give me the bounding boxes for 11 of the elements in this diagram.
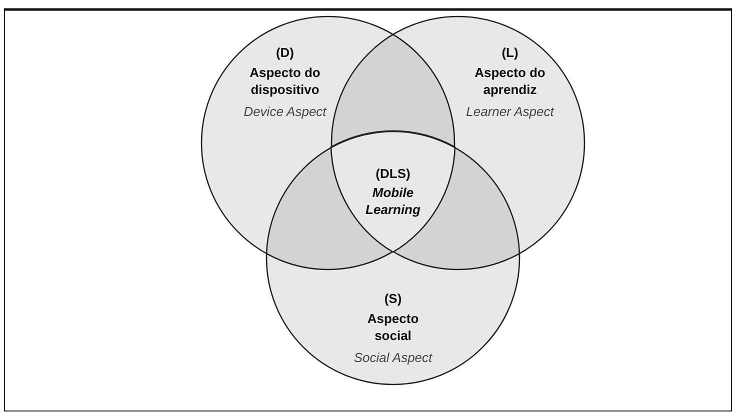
set-label: (DLS): [374, 165, 412, 182]
aspect-title: Aspecto do aprendiz: [474, 64, 546, 98]
intersection-title: Mobile Learning: [364, 184, 422, 218]
aspect-title: Aspecto social: [366, 310, 420, 344]
set-label: (S): [383, 290, 403, 307]
aspect-subtitle: Learner Aspect: [465, 103, 556, 120]
set-label: (D): [274, 44, 296, 61]
set-label: (L): [500, 44, 520, 61]
aspect-subtitle: Device Aspect: [242, 103, 328, 120]
aspect-title: Aspecto do dispositivo: [248, 64, 322, 98]
aspect-subtitle: Social Aspect: [352, 349, 434, 366]
